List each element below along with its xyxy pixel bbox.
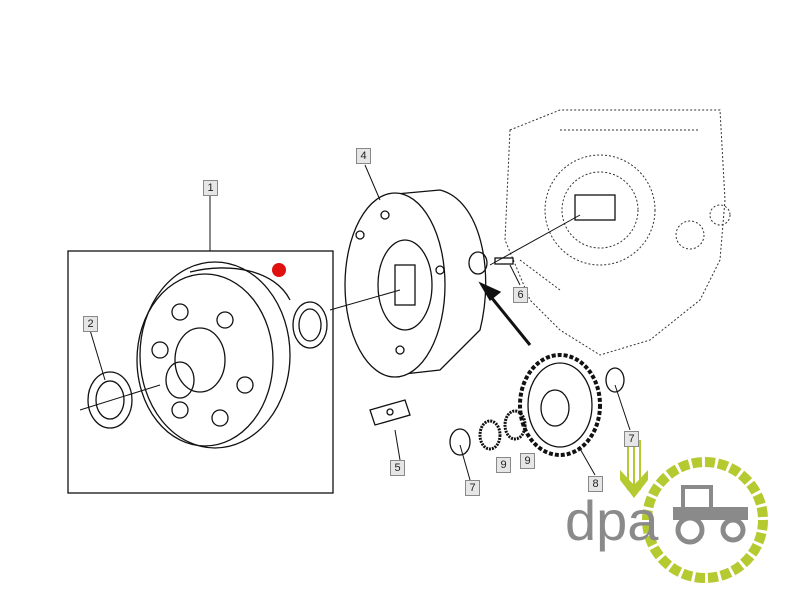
assembly-1-frame: [67, 250, 334, 494]
red-marker: [272, 263, 286, 277]
washer-part-2: [87, 371, 133, 429]
transmission-housing: [504, 109, 731, 356]
callout-9a: 9: [496, 457, 511, 473]
callout-5: 5: [390, 460, 405, 476]
callout-7a: 7: [624, 431, 639, 447]
washer-part-7: [449, 428, 471, 456]
drum-part-1: [136, 261, 291, 449]
callout-9b: 9: [520, 453, 535, 469]
callout-4: 4: [356, 148, 371, 164]
callout-8: 8: [588, 476, 603, 492]
logo-text: dpa: [565, 489, 659, 552]
gear-part-8: [518, 353, 602, 457]
callout-2: 2: [83, 316, 98, 332]
carrier-part-4: [344, 189, 487, 378]
callout-6: 6: [513, 287, 528, 303]
pin-part-6: [494, 257, 514, 265]
callout-1: 1: [203, 180, 218, 196]
dpa-logo: [620, 440, 768, 583]
pin-part-5: [369, 399, 411, 426]
bearing-part-9: [503, 409, 527, 441]
washer-part-7: [605, 367, 625, 393]
bearing-part-9: [478, 419, 502, 451]
callout-7b: 7: [465, 480, 480, 496]
assembly-arrow: [485, 291, 532, 346]
